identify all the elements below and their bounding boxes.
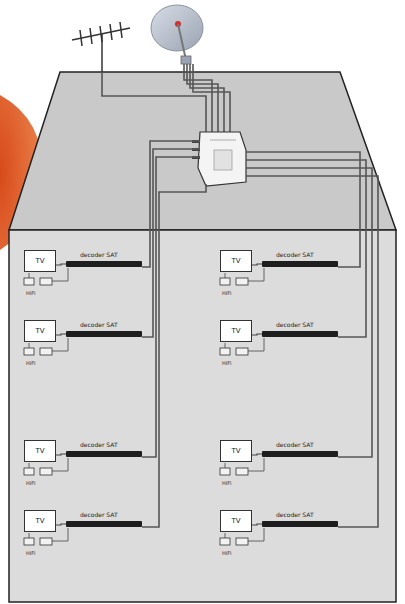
sat-receiver: decoder SAT xyxy=(66,442,142,457)
receiver-label: decoder SAT xyxy=(80,442,118,448)
tv-set: TV xyxy=(24,320,56,342)
tv-antenna xyxy=(72,22,130,72)
tv-label: TV xyxy=(231,518,240,525)
device-label: HIFI xyxy=(26,291,36,296)
house-wall xyxy=(9,230,396,602)
receiver-bar xyxy=(262,451,338,457)
sat-receiver: decoder SAT xyxy=(66,322,142,337)
tv-cable xyxy=(252,454,262,455)
device-label: HIFI xyxy=(222,361,232,366)
tv-label: TV xyxy=(35,448,44,455)
device-label: HIFI xyxy=(222,481,232,486)
receiver-bar xyxy=(262,521,338,527)
tv-set: TV xyxy=(220,250,252,272)
multiswitch xyxy=(192,132,246,186)
tv-cable xyxy=(252,334,262,335)
tv-cable xyxy=(56,264,66,265)
receiver-bar xyxy=(66,451,142,457)
receiver-label: decoder SAT xyxy=(276,442,314,448)
tv-label: TV xyxy=(35,328,44,335)
tv-set: TV xyxy=(24,440,56,462)
tv-label: TV xyxy=(35,258,44,265)
tv-cable xyxy=(56,524,66,525)
tv-set: TV xyxy=(220,510,252,532)
lnb-cables xyxy=(184,64,230,132)
tv-set: TV xyxy=(24,510,56,532)
receiver-label: decoder SAT xyxy=(276,512,314,518)
receiver-cables xyxy=(142,141,378,527)
tv-label: TV xyxy=(231,258,240,265)
receiver-bar xyxy=(66,521,142,527)
receiver-bar xyxy=(66,331,142,337)
device-label: HIFI xyxy=(26,481,36,486)
device-label: HIFI xyxy=(26,551,36,556)
device-label: HIFI xyxy=(26,361,36,366)
receiver-bar xyxy=(262,331,338,337)
tv-set: TV xyxy=(220,320,252,342)
sat-receiver: decoder SAT xyxy=(262,322,338,337)
receiver-label: decoder SAT xyxy=(276,252,314,258)
receiver-label: decoder SAT xyxy=(276,322,314,328)
receiver-label: decoder SAT xyxy=(80,322,118,328)
tv-cable xyxy=(252,264,262,265)
device-label: HIFI xyxy=(222,551,232,556)
tv-label: TV xyxy=(231,328,240,335)
sat-receiver: decoder SAT xyxy=(66,512,142,527)
tv-label: TV xyxy=(35,518,44,525)
tv-label: TV xyxy=(231,448,240,455)
receiver-bar xyxy=(262,261,338,267)
receiver-label: decoder SAT xyxy=(80,512,118,518)
sat-receiver: decoder SAT xyxy=(66,252,142,267)
tv-set: TV xyxy=(24,250,56,272)
hifi-devices xyxy=(24,268,264,545)
tv-cable xyxy=(56,454,66,455)
sat-receiver: decoder SAT xyxy=(262,442,338,457)
receiver-bar xyxy=(66,261,142,267)
tv-set: TV xyxy=(220,440,252,462)
receiver-label: decoder SAT xyxy=(80,252,118,258)
device-label: HIFI xyxy=(222,291,232,296)
house-roof xyxy=(9,72,396,230)
tv-cable xyxy=(56,334,66,335)
satellite-dish xyxy=(151,5,203,64)
sat-receiver: decoder SAT xyxy=(262,512,338,527)
sat-receiver: decoder SAT xyxy=(262,252,338,267)
tv-cable xyxy=(252,524,262,525)
